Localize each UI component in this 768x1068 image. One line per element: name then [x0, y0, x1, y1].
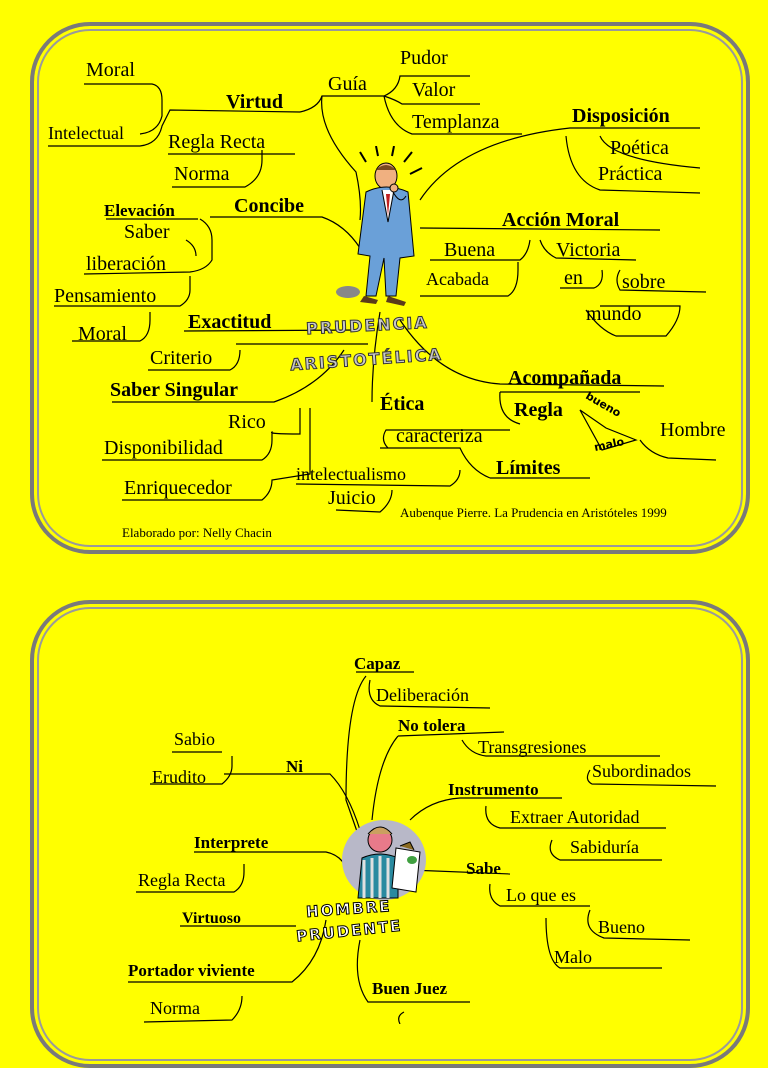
node-exactitud: Exactitud — [188, 311, 272, 333]
author-credit: Elaborado por: Nelly Chacin — [122, 525, 272, 540]
node-rico: Rico — [228, 411, 266, 433]
node-en: en — [564, 267, 583, 289]
node-regla-recta: Regla Recta — [168, 131, 266, 153]
node-malo: Malo — [554, 947, 592, 967]
node-hombre: Hombre — [660, 419, 726, 441]
node-poetica: Poética — [610, 137, 669, 159]
node-juicio: Juicio — [328, 487, 376, 509]
node-liberacion: liberación — [86, 253, 166, 275]
node-saber: Saber — [124, 221, 170, 243]
node-norma: Norma — [174, 163, 230, 185]
node-deliberacion: Deliberación — [376, 685, 469, 705]
node-sabio: Sabio — [174, 729, 216, 749]
node-etica: Ética — [380, 393, 425, 415]
node-regla-recta-2: Regla Recta — [138, 870, 226, 890]
node-moral-bottom: Moral — [78, 323, 127, 345]
node-virtud: Virtud — [226, 91, 284, 113]
node-accion-moral: Acción Moral — [502, 209, 620, 231]
node-erudito: Erudito — [152, 767, 206, 787]
node-sabe: Sabe — [466, 859, 501, 878]
node-instrumento: Instrumento — [448, 780, 539, 799]
node-guia: Guía — [328, 73, 367, 95]
node-saber-singular: Saber Singular — [110, 379, 238, 401]
node-portador-viviente: Portador viviente — [128, 961, 255, 980]
node-bueno: Bueno — [598, 917, 645, 937]
node-disposicion: Disposición — [572, 105, 670, 127]
node-buena: Buena — [444, 239, 496, 261]
source-citation: Aubenque Pierre. La Prudencia en Aristót… — [400, 505, 667, 520]
node-enriquecedor: Enriquecedor — [124, 477, 232, 499]
node-buen-juez: Buen Juez — [372, 979, 448, 998]
node-limites: Límites — [496, 457, 561, 479]
node-valor: Valor — [412, 79, 456, 101]
prudencia-map-panel — [30, 22, 750, 554]
node-disponibilidad: Disponibilidad — [104, 437, 223, 459]
node-concibe: Concibe — [234, 195, 304, 217]
node-pensamiento: Pensamiento — [54, 285, 157, 307]
node-sobre: sobre — [622, 271, 666, 293]
node-regla: Regla — [514, 399, 563, 421]
node-no-tolera: No tolera — [398, 716, 466, 735]
thinking-man-icon — [336, 146, 423, 306]
node-ni: Ni — [286, 757, 303, 776]
node-acabada: Acabada — [426, 269, 489, 289]
node-sabiduria: Sabiduría — [570, 837, 639, 857]
node-intelectualismo: intelectualismo — [296, 464, 406, 484]
prudent-man-icon — [342, 820, 426, 900]
node-subordinados: Subordinados — [592, 761, 691, 781]
connector-lines — [48, 75, 717, 1024]
node-criterio: Criterio — [150, 347, 213, 369]
node-practica: Práctica — [598, 163, 663, 185]
node-moral-top: Moral — [86, 59, 135, 81]
node-templanza: Templanza — [412, 111, 500, 133]
node-interprete: Interprete — [194, 833, 269, 852]
node-caracteriza: caracteriza — [396, 425, 483, 447]
node-capaz: Capaz — [354, 654, 401, 673]
node-intelectual: Intelectual — [48, 123, 124, 143]
node-extraer-autoridad: Extraer Autoridad — [510, 807, 640, 827]
node-victoria: Victoria — [556, 239, 621, 261]
node-norma-2: Norma — [150, 998, 200, 1018]
node-pudor: Pudor — [400, 47, 448, 69]
node-transgresiones: Transgresiones — [478, 737, 587, 757]
node-elevacion: Elevación — [104, 201, 175, 220]
node-mundo: mundo — [586, 303, 642, 325]
node-lo-que-es: Lo que es — [506, 885, 576, 905]
node-virtuoso: Virtuoso — [182, 910, 241, 927]
node-acompanada: Acompañada — [508, 367, 622, 389]
